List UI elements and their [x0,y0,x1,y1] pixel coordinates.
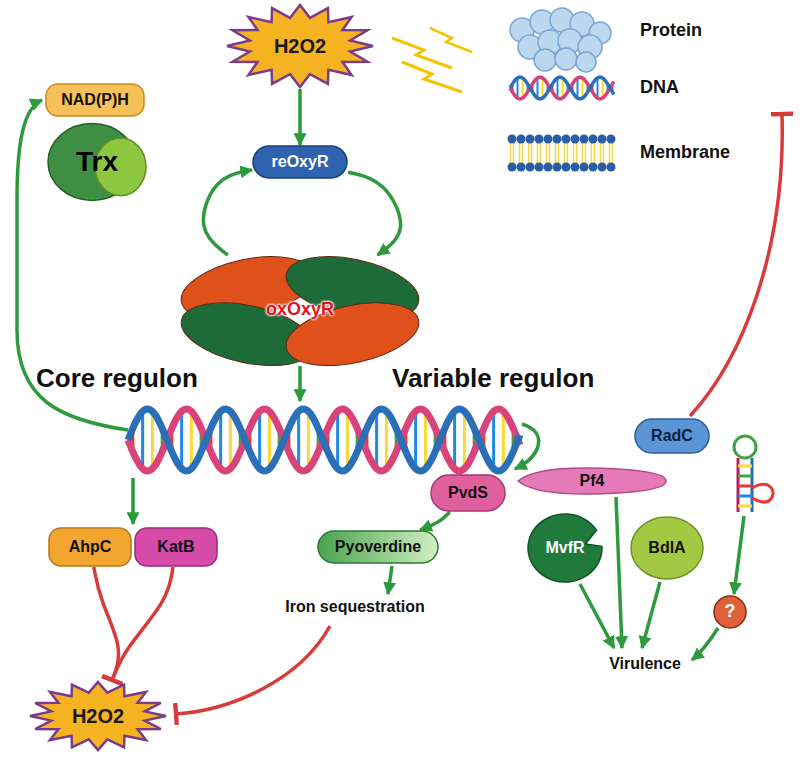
node-label: NAD(P)H [61,91,129,109]
icon-label: DNA [640,77,679,98]
protein-blob: BdlA [630,516,704,580]
dna-icon [510,77,614,99]
node-label: Pyoverdine [335,538,421,556]
inhibition-line [176,626,330,714]
lightning-bolt [402,62,462,92]
oxidant-burst: H2O2 [225,3,375,89]
activation-arrow [515,424,539,469]
section-heading: Variable regulon [392,364,594,394]
inhibition-line [94,567,119,680]
section-heading: Core regulon [36,364,198,394]
node-label: RadC [651,427,693,445]
lightning-bolt [430,28,472,52]
protein-pill: reOxyR [252,145,348,179]
node-label: ? [725,602,736,622]
node-label: H2O2 [72,705,124,727]
node-label: AhpC [69,538,112,556]
dna-helix [128,409,520,471]
node-label: Pf4 [580,472,605,490]
activation-arrow [734,516,744,594]
cofactor-box: NAD(P)H [45,83,145,117]
enzyme-box: KatB [134,527,218,567]
activation-arrow [131,478,135,524]
node-label: reOxyR [272,153,329,171]
protein-blob: MvfR [527,513,603,583]
oxidant-burst: H2O2 [28,680,168,752]
siderophore-pill: Pyoverdine [317,530,439,564]
outcome-label: Iron sequestration [285,598,425,616]
node-label: KatB [157,538,194,556]
tetramer: oxOxyR [175,255,425,365]
protein-pill: RadC [634,418,710,454]
activation-arrow [642,582,660,648]
node-label: oxOxyR [266,300,334,320]
activation-arrow [298,89,302,145]
node-label: BdlA [648,539,685,557]
node-label: PvdS [448,484,488,502]
inhibition-line [112,567,173,680]
activation-arrow [298,366,302,401]
activation-arrow [203,170,252,255]
phage-shape: Pf4 [517,466,667,496]
activation-arrow [388,566,392,594]
rna-hairpin [734,436,773,512]
activation-arrow [348,172,401,255]
activation-arrow [420,512,449,530]
node-label: MvfR [545,539,584,557]
protein-blob: Trx [48,122,146,202]
icon-label: Protein [640,20,702,41]
node-label: H2O2 [274,35,326,57]
outcome-label: Virulence [609,655,681,673]
protein-icon [510,8,611,72]
activation-arrow [616,497,622,648]
activation-arrow [580,584,614,648]
icon-label: Membrane [640,142,730,163]
node-label: Trx [76,147,118,178]
membrane-icon [508,135,616,172]
activation-arrow [692,628,718,660]
enzyme-box: AhpC [48,527,132,567]
lightning-bolt [392,38,452,68]
unknown-circle: ? [713,595,747,629]
protein-pill: PvdS [430,474,506,512]
